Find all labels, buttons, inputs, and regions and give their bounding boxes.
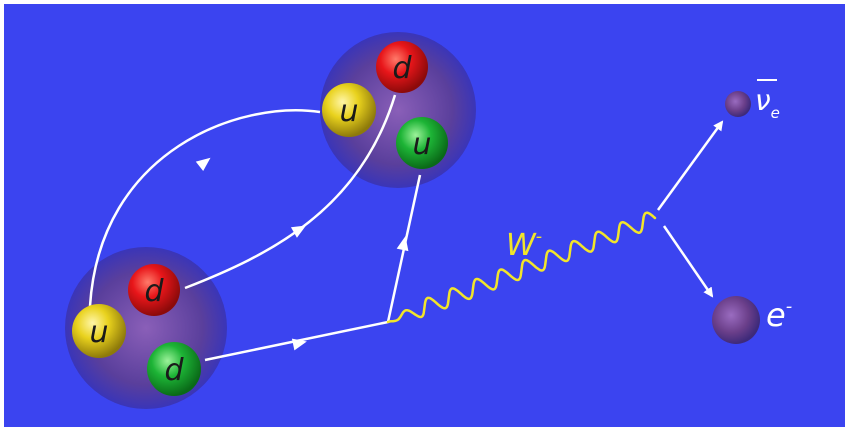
neutron-quark-d-green-label: d — [164, 353, 184, 388]
proton-quark-u-yellow: u — [322, 83, 376, 137]
w-boson-line — [386, 211, 657, 324]
arrow-marker-2 — [290, 225, 307, 238]
antineutrino-symbol: ν — [755, 84, 771, 117]
arrow-marker-1 — [195, 157, 211, 172]
antineutrino-line — [656, 120, 724, 211]
proton-quark-d-red-label: d — [392, 51, 412, 86]
neutron-quark-u: u — [72, 304, 126, 358]
neutron-quark-d-red: d — [128, 264, 180, 316]
neutron-quark-u-label: u — [89, 315, 108, 350]
electron-symbol: e — [766, 296, 786, 334]
d-quark-line — [184, 94, 397, 290]
w-boson-symbol: W — [506, 228, 537, 263]
electron-label: e- — [766, 296, 792, 334]
electron-charge: - — [786, 296, 793, 317]
electron-line — [662, 225, 714, 298]
neutron-quark-d-red-label: d — [144, 274, 164, 309]
proton-quark-u-green: u — [396, 117, 448, 169]
w-boson-label: W- — [506, 226, 542, 263]
w-boson-charge: - — [536, 226, 543, 247]
arrow-marker-4 — [396, 236, 409, 252]
antineutrino-subscript: e — [771, 104, 780, 122]
neutron-quark-d-green: d — [147, 342, 201, 396]
proton-quark-u-yellow-label: u — [339, 94, 358, 129]
antineutrino-label: νe — [755, 84, 780, 122]
arrow-marker-3 — [291, 338, 307, 351]
u-quark-line — [88, 109, 321, 307]
antineutrino-particle — [725, 91, 751, 117]
proton-quark-u-green-label: u — [412, 127, 431, 162]
proton-quark-d-red: d — [376, 41, 428, 93]
electron-particle — [712, 296, 760, 344]
